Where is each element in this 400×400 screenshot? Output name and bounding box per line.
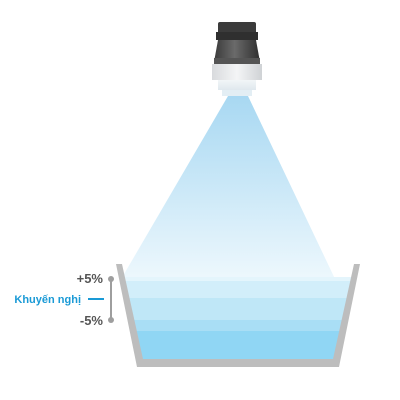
lower-marker-dot (108, 317, 114, 323)
liquid-layer-recommended-band (124, 298, 352, 320)
upper-marker-dot (108, 276, 114, 282)
liquid (120, 277, 356, 360)
liquid-layer-plus-band (121, 281, 355, 298)
liquid-layer-upper (120, 277, 356, 281)
liquid-layer-minus-band (128, 320, 348, 331)
sound-beam (120, 96, 336, 281)
recommended-level-label: Khuyến nghị (14, 294, 81, 306)
ultrasonic-sensor-icon (212, 22, 262, 96)
lower-tolerance-label: -5% (80, 313, 104, 328)
tank-wall (116, 264, 360, 367)
tolerance-marker (88, 276, 114, 323)
upper-tolerance-label: +5% (77, 271, 104, 286)
liquid-layer-bottom (130, 331, 346, 360)
